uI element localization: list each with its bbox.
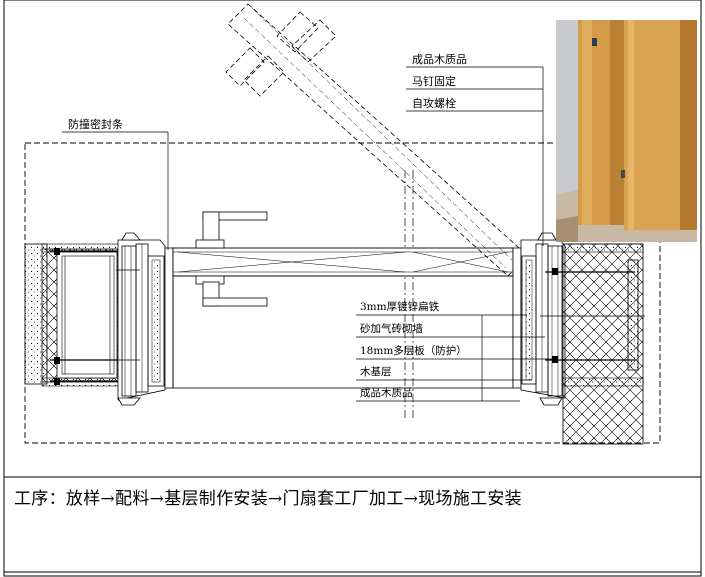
label-wood-base: 木基层 (360, 365, 392, 378)
door-frame-photo (556, 20, 697, 242)
right-wall (540, 243, 645, 445)
label-self-tap-bolt: 自攻螺栓 (412, 96, 456, 110)
label-finished-wood: 成品木质品 (412, 53, 467, 66)
door-leaf-open (225, 3, 529, 277)
label-plywood: 18mm多层板（防护） (360, 344, 467, 357)
label-nail-fix: 马钉固定 (412, 74, 456, 88)
left-door-jamb (116, 232, 174, 406)
table-border (3, 0, 702, 577)
right-door-jamb (512, 232, 566, 406)
leader-lines-bottom (356, 314, 556, 402)
label-aerated-block-wall: 砂加气砖砌墙 (360, 322, 423, 335)
leader-lines-top (406, 66, 544, 246)
left-wall (24, 243, 130, 387)
label-anti-collision-seal: 防撞密封条 (68, 117, 123, 131)
label-galvanized-iron: 3mm厚镀锌扁铁 (360, 300, 440, 313)
door-handle (195, 211, 268, 307)
leader-line-seal (62, 131, 169, 250)
process-steps-text: 工序：放样→配料→基层制作安装→门扇套工厂加工→现场施工安装 (14, 489, 522, 509)
label-finished-wood-2: 成品木质品 (360, 387, 413, 399)
door-leaf-closed (172, 247, 514, 389)
